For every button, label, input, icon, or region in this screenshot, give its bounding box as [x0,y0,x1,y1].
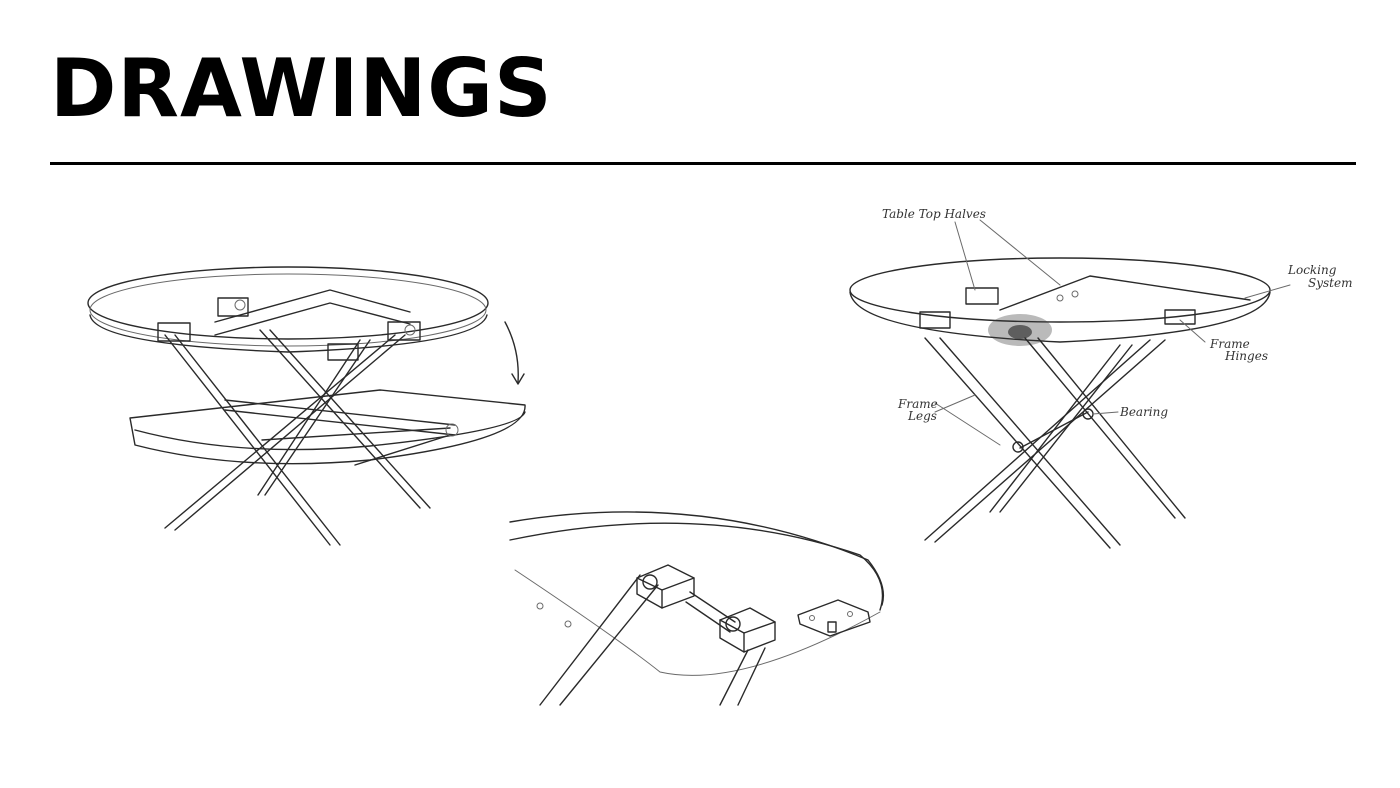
label-frame-legs-line1: Frame [897,397,938,411]
label-locking-system-line1: Locking [1287,263,1337,277]
label-bearing: Bearing [1119,405,1168,419]
label-frame-hinges-line1: Frame [1209,337,1250,351]
label-table-top-halves: Table Top Halves [882,207,986,221]
sketch-hinge-detail [509,511,885,706]
label-locking-system-line2: System [1308,276,1352,290]
page-title: DRAWINGS [50,42,553,135]
title-divider [50,162,1356,165]
sketch-folding-table [87,266,526,546]
sketch-annotated-table: Table Top Halves Locking System Frame Hi… [849,207,1352,549]
label-frame-hinges-line2: Hinges [1224,349,1268,363]
label-frame-legs-line2: Legs [907,409,937,423]
